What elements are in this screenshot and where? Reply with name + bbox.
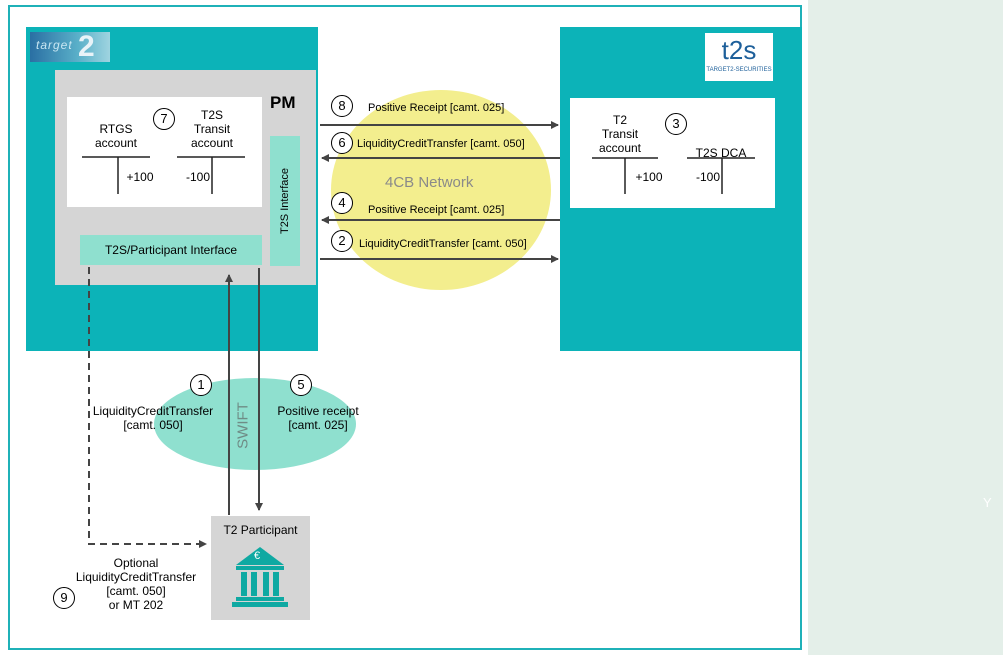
step-1-label: LiquidityCreditTransfer [camt. 050] bbox=[92, 404, 214, 432]
4cb-network-label: 4CB Network bbox=[385, 174, 474, 191]
step-3-marker: 3 bbox=[665, 113, 687, 135]
step-4-label: Positive Receipt [camt. 025] bbox=[368, 204, 505, 216]
step-8-marker: 8 bbox=[331, 95, 353, 117]
participant-interface bbox=[80, 235, 262, 265]
t2-participant-label: T2 Participant bbox=[223, 523, 298, 537]
t2s-logo-text: t2s bbox=[721, 35, 757, 65]
t2s-interface bbox=[270, 136, 300, 266]
arrow-step-9-dashed bbox=[88, 267, 207, 548]
target2-logo: target 2 bbox=[30, 30, 110, 63]
step-9-marker: 9 bbox=[53, 587, 75, 609]
step-1-marker: 1 bbox=[190, 374, 212, 396]
step-6-label: LiquidityCreditTransfer [camt. 050] bbox=[357, 138, 525, 150]
currency-symbol: € bbox=[254, 550, 261, 562]
target2-logo-text: target bbox=[36, 38, 73, 52]
step-5-marker: 5 bbox=[290, 374, 312, 396]
participant-interface-label: T2S/Participant Interface bbox=[104, 243, 238, 257]
t2s-transit-account-label: T2S Transit account bbox=[190, 108, 234, 150]
t2-transit-value: +100 bbox=[635, 170, 663, 184]
step-9-label: Optional LiquidityCreditTransfer [camt. … bbox=[75, 556, 197, 612]
edge-label: Y bbox=[983, 495, 992, 510]
step-6-marker: 6 bbox=[331, 132, 353, 154]
rtgs-value: +100 bbox=[126, 170, 154, 184]
step-2-marker: 2 bbox=[331, 230, 353, 252]
bank-icon: € bbox=[232, 545, 288, 609]
rtgs-account-label: RTGS account bbox=[94, 122, 138, 150]
step-4-marker: 4 bbox=[331, 192, 353, 214]
pm-label: PM bbox=[270, 93, 296, 112]
target2-logo-digit: 2 bbox=[78, 30, 95, 63]
t2s-logo-subtitle: TARGET2-SECURITIES bbox=[706, 67, 772, 73]
t2-transit-account-label: T2 Transit account bbox=[598, 113, 642, 155]
step-5-label: Positive receipt [camt. 025] bbox=[277, 404, 359, 432]
t2s-logo: t2s TARGET2-SECURITIES bbox=[705, 33, 773, 81]
right-side-panel bbox=[808, 0, 1003, 655]
step-7-marker: 7 bbox=[153, 108, 175, 130]
transit-value: -100 bbox=[185, 170, 211, 184]
t2s-dca-label: T2S DCA bbox=[695, 146, 747, 160]
step-2-label: LiquidityCreditTransfer [camt. 050] bbox=[359, 238, 527, 250]
swift-cloud bbox=[154, 378, 356, 470]
t2s-dca-value: -100 bbox=[695, 170, 721, 184]
step-8-label: Positive Receipt [camt. 025] bbox=[368, 102, 505, 114]
4cb-network-cloud bbox=[331, 90, 551, 290]
